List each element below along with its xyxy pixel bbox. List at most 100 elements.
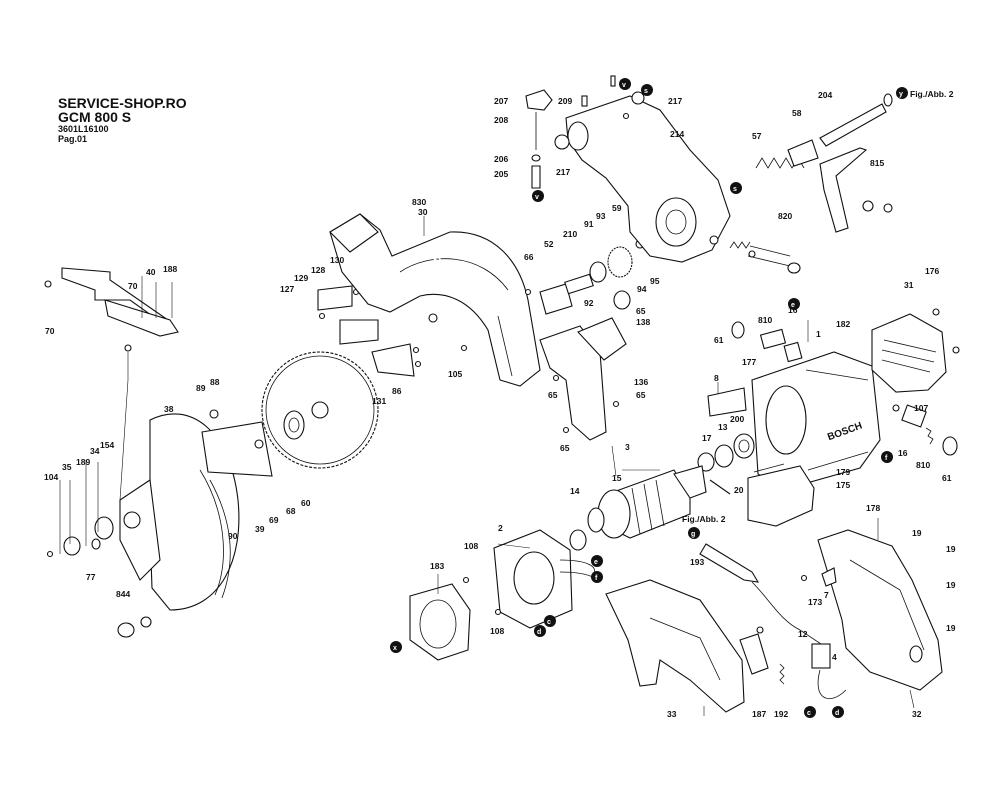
- part-label: 15: [612, 473, 622, 483]
- part-label: 154: [100, 440, 114, 450]
- guard-link: [317, 285, 422, 377]
- part-label: 8: [714, 373, 719, 383]
- stator: [462, 529, 595, 629]
- part-label: 207: [494, 96, 508, 106]
- part-label: 2: [498, 523, 503, 533]
- part-label: 52: [544, 239, 554, 249]
- model-name: GCM 800 S: [58, 109, 132, 125]
- spindle-gear-parts: [428, 234, 661, 352]
- part-label: 91: [584, 219, 594, 229]
- marker-e-brush: e: [788, 298, 800, 310]
- svg-text:g: g: [691, 531, 695, 538]
- knob-screw-set: [525, 75, 645, 189]
- part-label: 3: [625, 442, 630, 452]
- guard-washers: [46, 516, 152, 638]
- part-label: 69: [269, 515, 279, 525]
- marker-f-stator: f: [591, 571, 603, 583]
- part-label: 108: [464, 541, 478, 551]
- pin-set: [729, 241, 801, 274]
- part-label: 16: [898, 448, 908, 458]
- part-label: 86: [392, 386, 402, 396]
- svg-text:v: v: [622, 82, 626, 89]
- motor-end-cap: [871, 308, 960, 393]
- part-label: 38: [164, 404, 174, 414]
- part-label: 60: [301, 498, 311, 508]
- part-label: 59: [612, 203, 622, 213]
- marker-s-top: s: [641, 84, 653, 96]
- part-label: 173: [808, 597, 822, 607]
- part-label: 12: [798, 629, 808, 639]
- part-label: 182: [836, 319, 850, 329]
- part-label: 68: [286, 506, 296, 516]
- marker-v-top: v: [619, 78, 631, 90]
- part-label: 138: [636, 317, 650, 327]
- part-label: 19: [946, 580, 956, 590]
- part-label: 90: [228, 531, 238, 541]
- part-label: 815: [870, 158, 884, 168]
- svg-text:c: c: [807, 710, 811, 717]
- part-label: 93: [596, 211, 606, 221]
- svg-text:y: y: [899, 91, 903, 98]
- part-label: 205: [494, 169, 508, 179]
- part-label: 65: [560, 443, 570, 453]
- part-label: 128: [311, 265, 325, 275]
- part-label: 32: [912, 709, 922, 719]
- part-label: 33: [667, 709, 677, 719]
- part-label: 34: [90, 446, 100, 456]
- part-label: 104: [44, 472, 58, 482]
- svg-text:f: f: [595, 575, 598, 582]
- part-label: 39: [255, 524, 265, 534]
- part-label: 189: [76, 457, 90, 467]
- part-label: 30: [418, 207, 428, 217]
- part-label: 13: [718, 422, 728, 432]
- label-plates: [707, 387, 815, 527]
- part-label: 16: [788, 305, 798, 315]
- part-label: 206: [494, 154, 508, 164]
- part-label: 65: [548, 390, 558, 400]
- upper-guard-housing: BOSCH: [329, 213, 541, 387]
- brush-holders: [731, 321, 958, 456]
- reference-markers: v s v s y e f: [390, 78, 908, 718]
- part-label: 192: [774, 709, 788, 719]
- figure-ref-top: Fig./Abb. 2: [910, 89, 954, 99]
- part-label: 7: [824, 590, 829, 600]
- part-label: 214: [670, 129, 684, 139]
- handle-half-left: [605, 579, 745, 713]
- svg-text:f: f: [885, 455, 888, 462]
- motor-housing: BOSCH: [751, 351, 881, 491]
- part-label: 136: [634, 377, 648, 387]
- switch-cable-assembly: [699, 543, 847, 699]
- svg-text:c: c: [547, 619, 551, 626]
- arm-casting: [565, 95, 731, 263]
- svg-text:e: e: [594, 559, 598, 566]
- part-label: 217: [556, 167, 570, 177]
- part-label: 105: [448, 369, 462, 379]
- marker-f-brush: f: [881, 451, 893, 463]
- part-label: 19: [946, 544, 956, 554]
- handle-half-right: [817, 529, 943, 691]
- part-label: 208: [494, 115, 508, 125]
- part-label: 200: [730, 414, 744, 424]
- part-label: 19: [912, 528, 922, 538]
- marker-y: y: [896, 87, 908, 99]
- marker-x: x: [390, 641, 402, 653]
- guard-plate: [201, 409, 273, 477]
- part-label: 175: [836, 480, 850, 490]
- part-label: 4: [832, 652, 837, 662]
- part-label: 40: [146, 267, 156, 277]
- part-label: 129: [294, 273, 308, 283]
- part-label: 58: [792, 108, 802, 118]
- part-number-labels: 70 40 188 70 38 89 88 154 104 35 189 34 …: [44, 90, 956, 719]
- part-label: 176: [925, 266, 939, 276]
- part-label: 183: [430, 561, 444, 571]
- part-code: 3601L16100: [58, 124, 109, 134]
- part-label: 65: [636, 390, 646, 400]
- bearings: [697, 433, 755, 495]
- marker-s-spring: s: [730, 182, 742, 194]
- svg-text:d: d: [537, 629, 541, 636]
- svg-text:e: e: [791, 302, 795, 309]
- part-label: 107: [914, 403, 928, 413]
- svg-text:s: s: [733, 186, 737, 193]
